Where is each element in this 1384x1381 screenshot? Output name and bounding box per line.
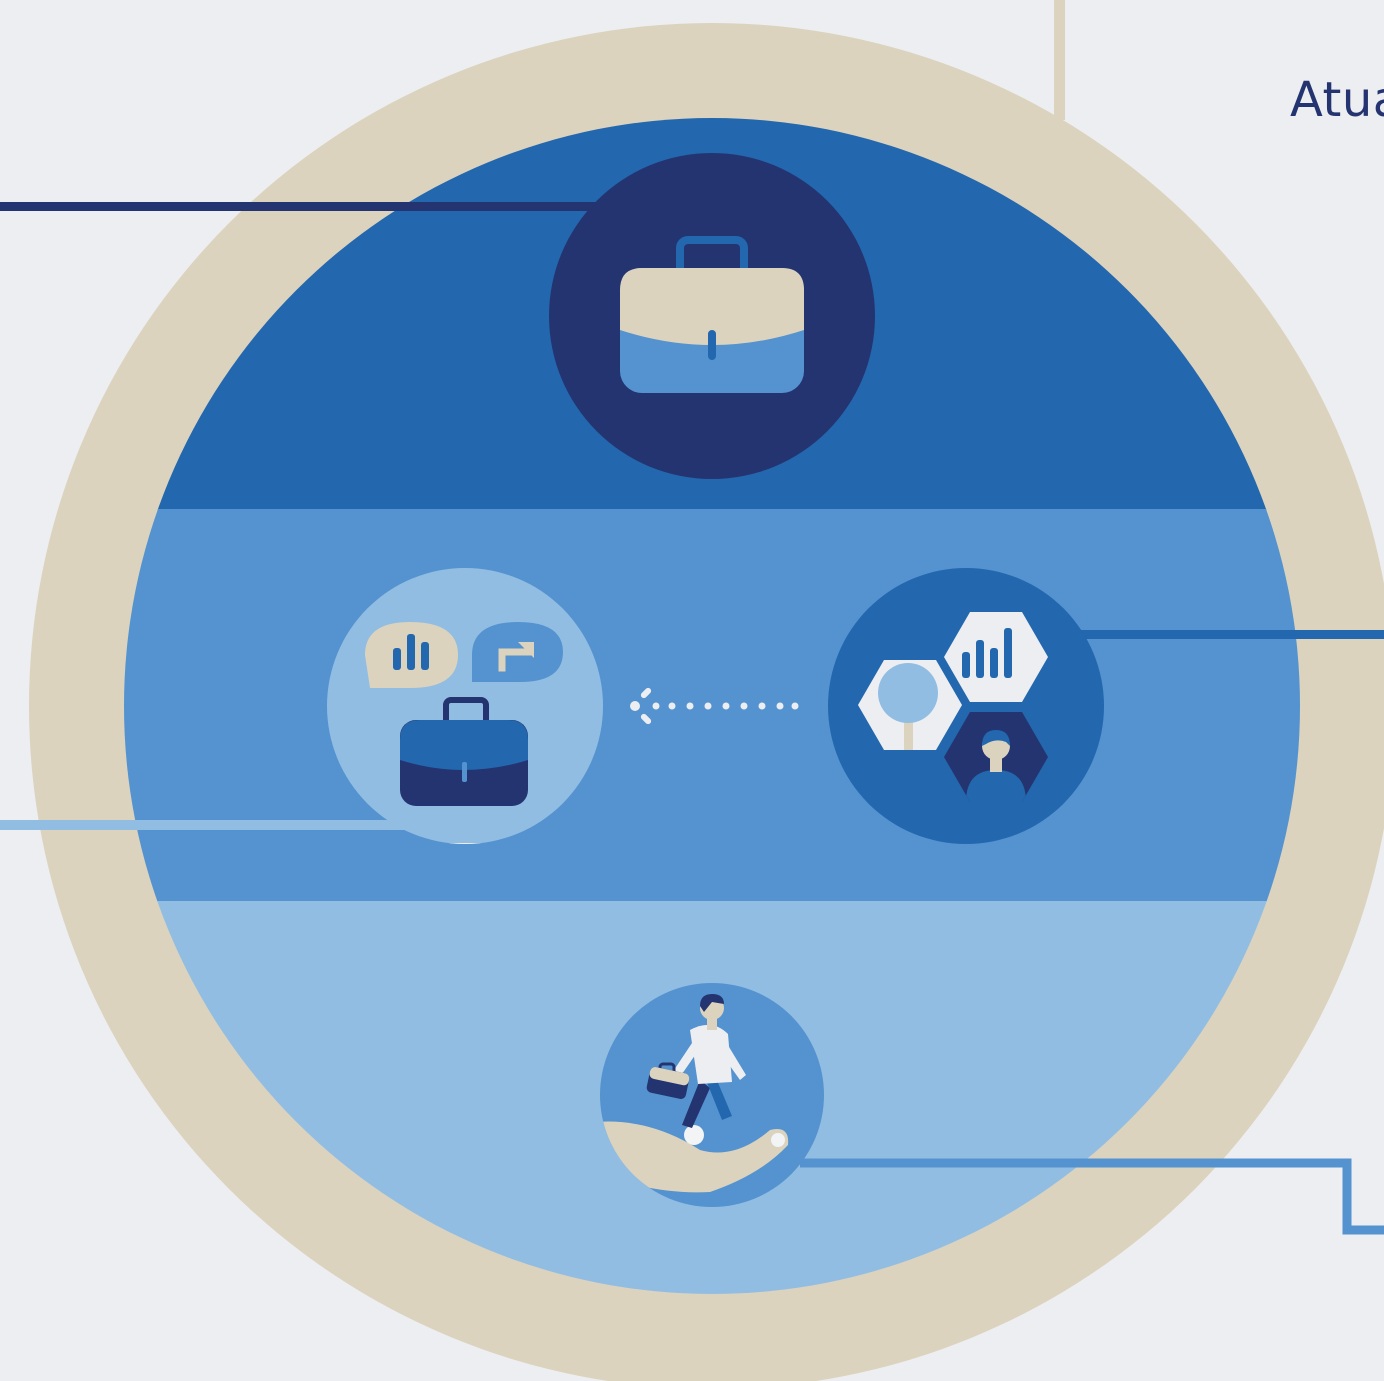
- corner-text: Atua: [1290, 72, 1384, 128]
- hex-tree-icon: [858, 660, 962, 750]
- briefcase-icon: [646, 1062, 690, 1099]
- middle-left-node: [327, 568, 603, 844]
- connector-line-bottom-right: [800, 1158, 1384, 1235]
- dotted-arrow-left-icon: [630, 687, 799, 725]
- bar-chart-icon: [365, 622, 458, 688]
- walking-businessman-icon: [646, 994, 746, 1128]
- briefcase-icon: [620, 236, 804, 393]
- bottom-node: [600, 983, 824, 1207]
- connector-line-middle-left: [0, 820, 420, 830]
- hex-bar-chart-icon: [944, 612, 1048, 702]
- open-hand-icon: [600, 1121, 789, 1193]
- top-briefcase-node: [549, 153, 875, 479]
- connector-line-middle-right: [1080, 630, 1384, 639]
- band-middle: [124, 509, 1300, 902]
- hex-person-icon: [944, 712, 1048, 802]
- trend-arrow-icon: [472, 622, 563, 682]
- briefcase-icon: [400, 697, 528, 806]
- middle-right-node: [828, 568, 1104, 844]
- connector-line-top-left: [0, 202, 600, 211]
- connector-top-vertical: [1054, 0, 1065, 120]
